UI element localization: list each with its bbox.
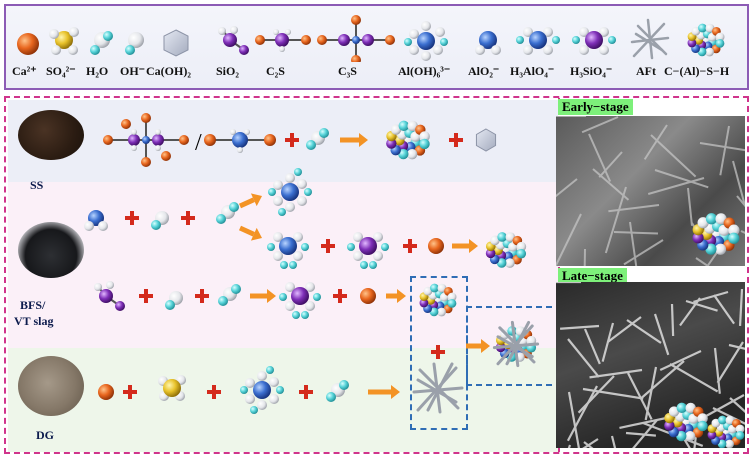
orange-arrow-icon	[340, 133, 368, 147]
orange-arrow-icon	[368, 385, 400, 399]
orange-arrow-icon	[240, 228, 262, 241]
water-molecule-icon	[326, 380, 349, 402]
plus-sign-icon	[299, 385, 313, 399]
orange-arrow-icon	[386, 289, 406, 303]
plus-sign-icon	[207, 385, 221, 399]
h3sio4-molecule-icon	[279, 282, 321, 319]
water-molecule-icon	[218, 284, 241, 306]
hydroxide-ion-icon	[165, 291, 183, 310]
plus-sign-icon	[139, 289, 153, 303]
c2s-molecule-icon	[204, 129, 276, 153]
plus-sign-icon	[321, 239, 335, 253]
plus-sign-icon	[333, 289, 347, 303]
water-molecule-icon	[216, 202, 239, 224]
aluminate-hexahydroxy-icon	[268, 168, 312, 216]
plus-sign-icon	[431, 345, 445, 359]
separator-slash: /	[195, 130, 202, 156]
hydroxide-ion-icon	[151, 211, 169, 230]
orange-arrow-icon	[240, 193, 262, 206]
aluminate-hexahydroxy-icon	[240, 366, 284, 414]
plus-sign-icon	[123, 385, 137, 399]
cash-gel-cluster-icon	[386, 121, 430, 160]
calcium-ion-icon	[360, 288, 376, 304]
silica-molecule-icon	[94, 281, 125, 311]
calcium-ion-icon	[428, 238, 444, 254]
calcium-ion-icon	[98, 384, 114, 400]
orange-arrow-icon	[466, 339, 490, 353]
h3alo4-molecule-icon	[267, 232, 309, 269]
plus-sign-icon	[125, 211, 139, 225]
plus-sign-icon	[449, 133, 463, 147]
sulfate-ion-icon	[158, 375, 186, 401]
orange-arrow-icon	[250, 289, 276, 303]
ettringite-needles-icon	[414, 364, 462, 412]
plus-sign-icon	[403, 239, 417, 253]
plus-sign-icon	[181, 211, 195, 225]
aluminate-ion-icon	[84, 210, 108, 231]
plus-sign-icon	[285, 133, 299, 147]
cash-gel-cluster-icon	[486, 232, 526, 268]
water-molecule-icon	[306, 128, 329, 150]
plus-sign-icon	[195, 289, 209, 303]
h3sio4-molecule-icon	[347, 232, 389, 269]
c3s-molecule-icon	[103, 113, 189, 167]
orange-arrow-icon	[452, 239, 478, 253]
cash-gel-cluster-icon	[420, 284, 457, 317]
calcium-hydroxide-icon	[476, 129, 495, 151]
